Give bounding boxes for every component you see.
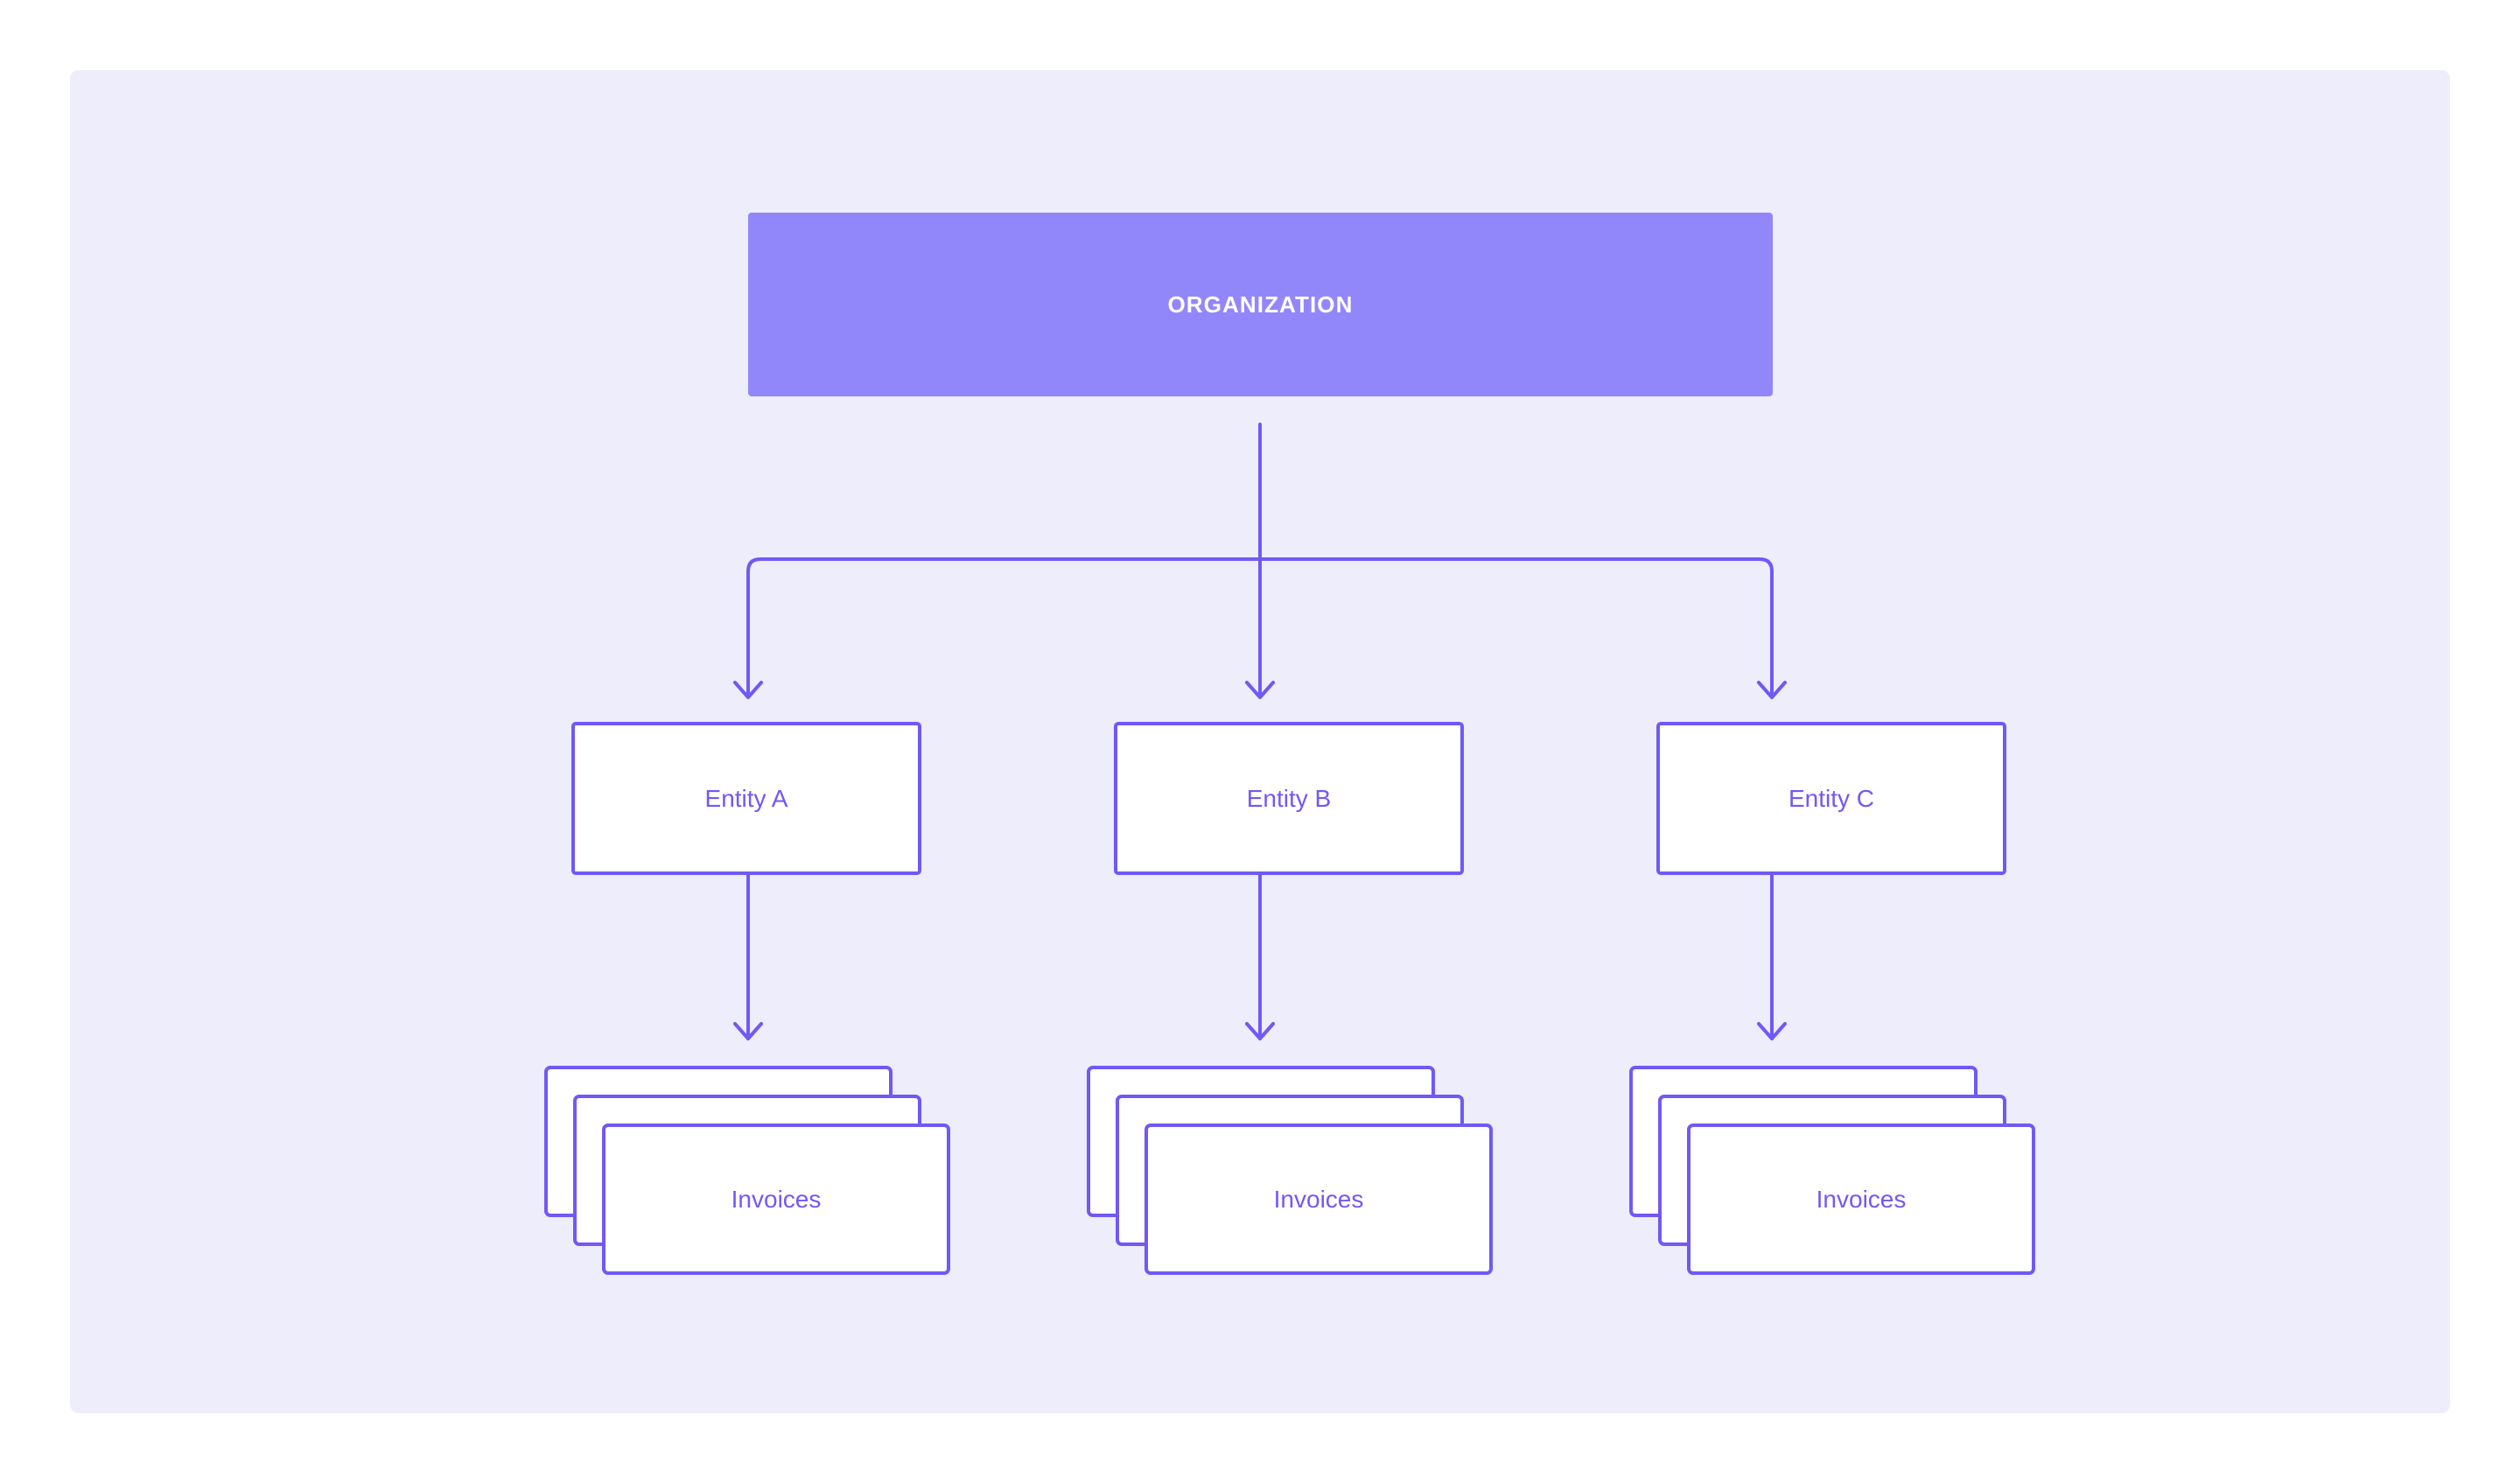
invoice-card-front-a[interactable]: Invoices xyxy=(602,1124,950,1275)
invoice-stack-a-label: Invoices xyxy=(731,1185,822,1213)
entity-node-a-label: Entity A xyxy=(704,784,788,812)
connector-bus-right xyxy=(1258,557,1774,697)
organization-node-label: ORGANIZATION xyxy=(1167,290,1354,318)
invoice-card-front-c[interactable]: Invoices xyxy=(1687,1124,2035,1275)
invoice-stack-c-label: Invoices xyxy=(1816,1185,1907,1213)
invoice-stack-b: Invoices xyxy=(1087,1066,1494,1276)
invoice-card-front-b[interactable]: Invoices xyxy=(1144,1124,1493,1275)
entity-node-a[interactable]: Entity A xyxy=(571,722,921,875)
arrowhead-entity-c xyxy=(1757,681,1787,699)
arrowhead-entity-b xyxy=(1245,681,1275,699)
entity-node-b-label: Entity B xyxy=(1246,784,1332,812)
organization-node[interactable]: ORGANIZATION xyxy=(748,213,1773,396)
diagram-canvas: ORGANIZATION Entity A Entity B Entity C … xyxy=(70,70,2450,1413)
invoice-stack-c: Invoices xyxy=(1629,1066,2037,1276)
arrowhead-invoices-a xyxy=(733,1022,763,1040)
arrowhead-invoices-c xyxy=(1757,1022,1787,1040)
invoice-stack-b-label: Invoices xyxy=(1273,1185,1364,1213)
entity-node-b[interactable]: Entity B xyxy=(1114,722,1464,875)
connector-bus-left xyxy=(746,557,1262,697)
invoice-stack-a: Invoices xyxy=(544,1066,952,1276)
arrowhead-invoices-b xyxy=(1245,1022,1275,1040)
entity-node-c[interactable]: Entity C xyxy=(1656,722,2006,875)
entity-node-c-label: Entity C xyxy=(1788,784,1875,812)
arrowhead-entity-a xyxy=(733,681,763,699)
